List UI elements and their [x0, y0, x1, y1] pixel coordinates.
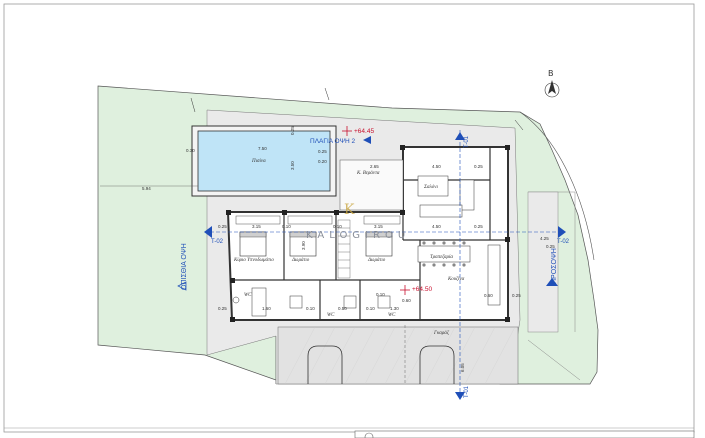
site-mark-3	[514, 119, 524, 131]
room-dining: Τραπεζαρία	[430, 254, 453, 260]
dim-pool-b: 0.20	[318, 159, 327, 164]
driveway	[277, 326, 519, 385]
dim-r3: 0.10	[282, 224, 291, 229]
dim-r1: 0.25	[218, 224, 227, 229]
dim-b1: 0.25	[218, 306, 227, 311]
rear-elevation-arrow-icon	[177, 281, 187, 291]
driveway-hatch	[284, 326, 516, 385]
room-living: Σαλόνι	[423, 185, 438, 190]
room-wc-3: WC	[388, 313, 396, 318]
pool	[197, 130, 331, 192]
watermark-logo: K	[344, 202, 355, 218]
dim-b7: 0.60	[402, 298, 411, 303]
dim-b3: 0.10	[306, 306, 315, 311]
dim-pool-w: 3.50	[290, 161, 295, 170]
interior-walls	[232, 147, 508, 320]
wc-fixture-2	[343, 295, 357, 309]
dim-pool-c: 0.25	[290, 126, 295, 135]
pool-level-label: +64.45	[354, 128, 374, 135]
section-t02-left: T-02	[211, 239, 224, 245]
dim-r6: 3.15	[374, 224, 383, 229]
room-bedroom-main: Κύριο Υπνοδωμάτιο	[233, 258, 274, 263]
section-marker-left-icon	[204, 226, 212, 238]
car-1-icon	[307, 345, 343, 384]
armchair	[459, 179, 475, 211]
site-mark-2	[324, 87, 330, 101]
shower-1	[251, 287, 267, 317]
sink-1	[232, 296, 240, 304]
wardrobe-2	[287, 215, 333, 225]
room-wc-1: WC	[244, 293, 252, 298]
room-bedroom-3: Δωμάτιο	[367, 258, 386, 263]
room-pool: Πισίνα	[251, 159, 266, 164]
dining-chairs	[422, 241, 466, 267]
room-veranda: Κ. Βεράντα	[356, 171, 380, 176]
sofa	[417, 175, 449, 197]
pillow-main	[239, 231, 267, 238]
sheet-border	[3, 3, 695, 433]
plan-title: ΠΛΑΓΙΑ ΟΨΗ 2	[310, 138, 356, 145]
ramp-line	[527, 339, 581, 381]
dim-g1: 6.05	[460, 363, 465, 372]
room-kitchen: Κουζίνα	[447, 276, 465, 282]
title-block	[354, 430, 695, 438]
stair	[337, 219, 351, 279]
dim-r5: 0.10	[333, 224, 342, 229]
dim-v5: 0.25	[474, 224, 483, 229]
dim-r2: 3.15	[252, 224, 261, 229]
dim-e2: 0.25	[546, 244, 555, 249]
room-garage: Γκαράζ	[433, 330, 450, 336]
watermark-text: KALOGIROU	[306, 230, 410, 241]
room-bedroom-2: Δωμάτιο	[291, 258, 310, 263]
dim-left-off: 0.30	[186, 148, 195, 153]
section-t01-bottom: T-01	[464, 385, 470, 398]
section-marker-top-icon	[455, 132, 465, 140]
section-t02-right: T-02	[557, 239, 570, 245]
side-path	[527, 191, 559, 333]
dim-b2: 1.60	[262, 306, 271, 311]
plot-boundary-curve	[519, 111, 595, 261]
wardrobe-1	[235, 215, 281, 225]
dim-side: 5.94	[142, 186, 151, 191]
dim-v4: 4.50	[432, 224, 441, 229]
front-elevation-arrow-icon	[546, 278, 558, 286]
room-wc-2: WC	[327, 313, 335, 318]
section-t01-top: T-01	[464, 135, 470, 148]
dim-r4: 3.90	[301, 241, 306, 250]
title-block-logo-icon	[364, 432, 374, 438]
tv-unit	[419, 204, 463, 218]
dining-table	[417, 245, 471, 263]
dim-b5: 0.10	[366, 306, 375, 311]
veranda	[339, 159, 404, 211]
wc-fixture-3	[377, 295, 391, 309]
front-elevation-label: ΠΡΟΣΟΨΗ	[551, 248, 558, 284]
dim-pool-a: 0.25	[318, 149, 327, 154]
dim-b4: 0.50	[338, 306, 347, 311]
rear-elevation-label: ΟΠΙΣΘΙΑ ΟΨΗ	[181, 243, 188, 290]
kitchen-counter	[487, 244, 501, 306]
section-marker-bottom-icon	[455, 392, 465, 400]
dim-k2: 0.25	[512, 293, 521, 298]
columns	[226, 145, 510, 322]
section-lines	[210, 130, 560, 400]
dim-v1: 2.65	[370, 164, 379, 169]
wardrobe-3	[363, 215, 401, 225]
floor-level-label: +64.50	[412, 286, 432, 293]
dim-b8: 0.10	[376, 292, 385, 297]
north-arrow-icon	[544, 80, 560, 98]
dim-b6: 1.30	[390, 306, 399, 311]
dim-pool-len: 7.50	[258, 146, 267, 151]
site-mark-1	[190, 97, 196, 113]
wc-fixture-1	[289, 295, 303, 309]
dim-v3: 0.25	[474, 164, 483, 169]
dim-v2: 4.50	[432, 164, 441, 169]
section-marker-right-icon	[558, 226, 566, 238]
car-2-icon	[419, 345, 455, 384]
north-label: B	[548, 69, 554, 78]
dim-k1: 0.60	[484, 293, 493, 298]
dim-e1: 4.25	[540, 236, 549, 241]
plan-title-arrow-icon	[363, 136, 371, 144]
